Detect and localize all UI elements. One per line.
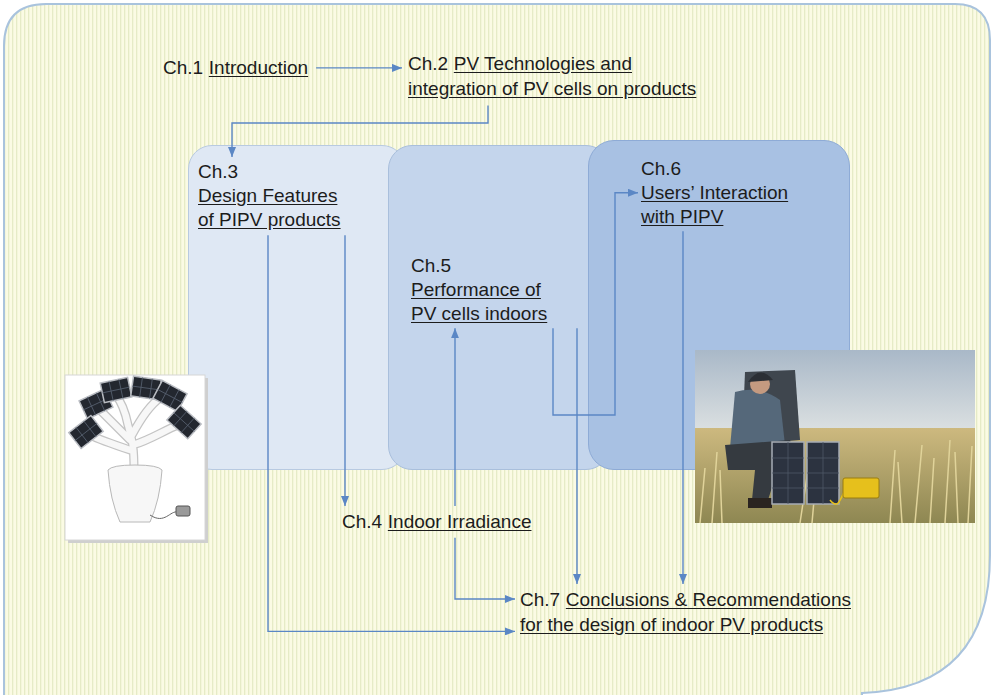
chapter-number: Ch.4 xyxy=(342,511,382,532)
hiker-photo xyxy=(725,440,800,500)
flow-arrow xyxy=(576,328,577,584)
solar-tree-product xyxy=(100,377,132,402)
chapter-title: Introduction xyxy=(209,57,308,78)
chapter-number: Ch.6 xyxy=(641,157,849,181)
chapter-number: Ch.2 xyxy=(408,53,448,74)
solar-tree-product xyxy=(108,465,162,522)
solar-tree-product xyxy=(167,405,201,439)
hiker-photo xyxy=(730,390,785,448)
flow-arrow xyxy=(454,328,455,506)
flow-arrow xyxy=(316,67,402,68)
chapter-title: Design Features of PIPV products xyxy=(198,184,348,232)
flow-arrow xyxy=(268,235,515,631)
chapter-number: Ch.5 xyxy=(411,254,609,278)
solar-tree-product xyxy=(65,375,205,540)
chapter-box: Ch.6Users’ Interaction with PIPV xyxy=(588,140,850,470)
solar-tree-product xyxy=(153,381,187,412)
chapter-title: Conclusions & Recommendations for the de… xyxy=(520,589,851,635)
solar-tree-product xyxy=(69,416,103,449)
hiker-photo xyxy=(695,428,975,523)
hiker-photo xyxy=(772,442,804,504)
flow-arrow xyxy=(553,193,638,415)
hiker-photo xyxy=(695,350,975,523)
solar-tree-product xyxy=(79,389,113,419)
chapter-label: Ch.7Conclusions & Recommendations for th… xyxy=(518,586,864,639)
hiker-photo xyxy=(748,372,773,382)
chapter-title: PV Technologies and integration of PV ce… xyxy=(408,53,696,99)
chapter-title: Performance of PV cells indoors xyxy=(411,278,553,326)
solar-tree-product xyxy=(90,394,178,470)
flow-arrow xyxy=(682,231,683,584)
flow-arrow xyxy=(344,235,345,506)
flow-arrow xyxy=(232,105,488,157)
solar-tree-product xyxy=(90,394,178,470)
chapter-label: Ch.1 Introduction xyxy=(161,54,310,82)
hiker-photo xyxy=(807,442,839,504)
solar-tree-product xyxy=(68,378,208,543)
hiker-photo xyxy=(742,370,800,445)
chapter-number: Ch.3 xyxy=(198,160,405,184)
solar-tree-product xyxy=(176,506,190,516)
hiker-photo xyxy=(843,478,879,498)
chapter-title: Indoor Irradiance xyxy=(388,511,532,532)
hiker-photo xyxy=(772,442,839,504)
chapter-title: Users’ Interaction with PIPV xyxy=(641,181,807,229)
background-panel xyxy=(4,4,990,695)
hiker-photo xyxy=(700,440,972,523)
chapter-number: Ch.1 xyxy=(163,57,203,78)
hiker-photo xyxy=(695,350,975,523)
hiker-photo xyxy=(830,490,845,504)
chapter-box: Ch.5Performance of PV cells indoors xyxy=(388,145,610,470)
chapter-number: Ch.7 xyxy=(520,589,560,610)
hiker-photo xyxy=(750,374,770,394)
flow-arrow xyxy=(455,538,515,599)
chapter-box: Ch.3Design Features of PIPV products xyxy=(188,145,406,470)
solar-tree-product xyxy=(131,376,162,400)
chapter-label: Ch.4 Indoor Irradiance xyxy=(340,508,533,536)
hiker-photo xyxy=(748,498,772,508)
solar-tree-product xyxy=(150,512,178,519)
chapter-label: Ch.2PV Technologies and integration of P… xyxy=(406,50,724,103)
solar-tree-product xyxy=(65,375,208,543)
